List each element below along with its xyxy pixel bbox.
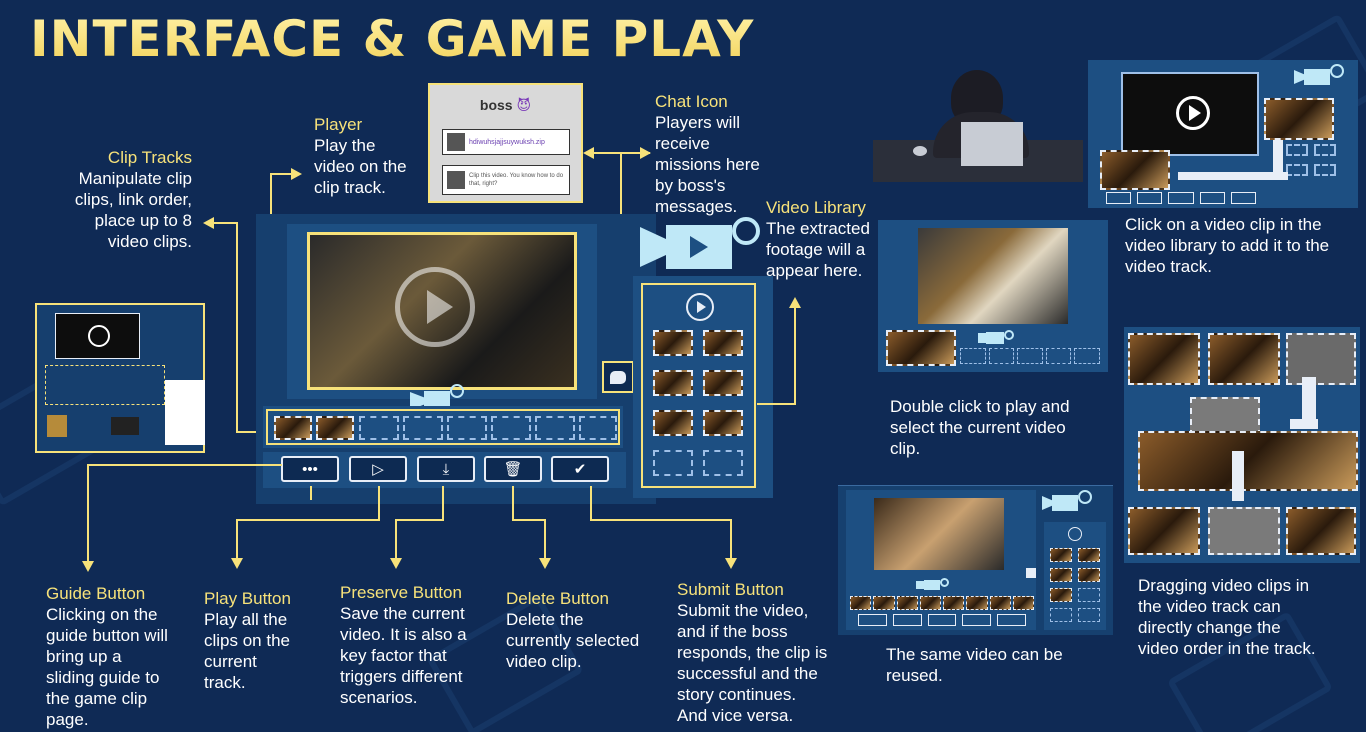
library-clip[interactable] <box>703 370 743 396</box>
delete-button[interactable]: 🗑 <box>484 456 542 482</box>
reuse-note: The same video can be reused. <box>886 645 1063 685</box>
track-slot[interactable] <box>579 416 617 440</box>
player-illustration <box>873 62 1083 184</box>
play-icon[interactable] <box>395 267 475 347</box>
chat-preview: boss 😈 hdiwuhsjajjsuywuksh.zip Clip this… <box>428 83 583 203</box>
track-slot[interactable] <box>535 416 575 440</box>
library-play-icon[interactable] <box>686 293 714 321</box>
video-library-description: Video Library The extracted footage will… <box>766 197 876 281</box>
submit-button-description: Submit Button Submit the video, and if t… <box>677 579 857 726</box>
preserve-button-heading: Preserve Button <box>340 583 462 602</box>
player-panel <box>287 224 597 399</box>
video-library-panel <box>633 276 773 498</box>
library-click-example <box>1088 60 1358 208</box>
track-clip[interactable] <box>316 416 354 440</box>
video-player[interactable] <box>307 232 577 390</box>
reuse-example <box>838 485 1113 635</box>
page-title: INTERFACE & GAME PLAY <box>30 10 755 68</box>
chat-message: hdiwuhsjajjsuywuksh.zip <box>442 129 570 155</box>
avatar <box>447 171 465 189</box>
library-clip[interactable] <box>703 410 743 436</box>
delete-button-heading: Delete Button <box>506 589 610 608</box>
avatar <box>447 133 465 151</box>
drag-reorder-example <box>1124 327 1360 563</box>
guide-button-heading: Guide Button <box>46 584 146 603</box>
guide-button[interactable]: ••• <box>281 456 339 482</box>
preserve-button[interactable]: ⤓ <box>417 456 475 482</box>
overview-thumbnail <box>35 303 205 453</box>
dragging-note: Dragging video clips in the video track … <box>1138 576 1316 658</box>
library-click-note: Click on a video clip in the video libra… <box>1125 215 1330 276</box>
clip-track[interactable] <box>266 409 620 445</box>
clip-tracks-description: Clip Tracks Manipulate clip clips, link … <box>55 147 192 252</box>
chat-icon-description: Chat Icon Players will receive missions … <box>655 91 775 217</box>
clip-tracks-heading: Clip Tracks <box>107 148 192 167</box>
library-clip[interactable] <box>653 410 693 436</box>
track-clip[interactable] <box>274 416 312 440</box>
clip-track-panel <box>263 406 623 448</box>
library-slot[interactable] <box>653 450 693 476</box>
devil-icon: 😈 <box>516 97 532 113</box>
player-description: Player Play the video on the clip track. <box>314 114 424 198</box>
video-library[interactable] <box>641 283 756 488</box>
play-button-description: Play Button Play all the clips on the cu… <box>204 588 314 693</box>
chat-message: Clip this video. You know how to do that… <box>442 165 570 195</box>
play-button[interactable]: ▷ <box>349 456 407 482</box>
preserve-button-description: Preserve Button Save the current video. … <box>340 582 490 708</box>
track-slot[interactable] <box>447 416 487 440</box>
library-clip[interactable] <box>653 370 693 396</box>
chat-icon[interactable] <box>602 361 634 393</box>
double-click-example <box>878 220 1108 372</box>
play-button-heading: Play Button <box>204 589 291 608</box>
toolbar: ••• ▷ ⤓ 🗑 ✔ <box>263 452 626 488</box>
double-click-note: Double click to play and select the curr… <box>890 397 1070 458</box>
track-slot[interactable] <box>359 416 399 440</box>
chat-sender: boss <box>479 97 513 113</box>
library-slot[interactable] <box>703 450 743 476</box>
library-clip[interactable] <box>653 330 693 356</box>
video-library-camera-icon <box>640 217 760 272</box>
player-heading: Player <box>314 115 363 134</box>
delete-button-description: Delete Button Delete the currently selec… <box>506 588 666 672</box>
guide-button-description: Guide Button Clicking on the guide butto… <box>46 583 186 730</box>
library-clip[interactable] <box>703 330 743 356</box>
track-slot[interactable] <box>491 416 531 440</box>
submit-button[interactable]: ✔ <box>551 456 609 482</box>
submit-button-heading: Submit Button <box>677 580 784 599</box>
video-library-heading: Video Library <box>766 198 866 217</box>
chat-icon-heading: Chat Icon <box>655 92 728 111</box>
track-slot[interactable] <box>403 416 443 440</box>
